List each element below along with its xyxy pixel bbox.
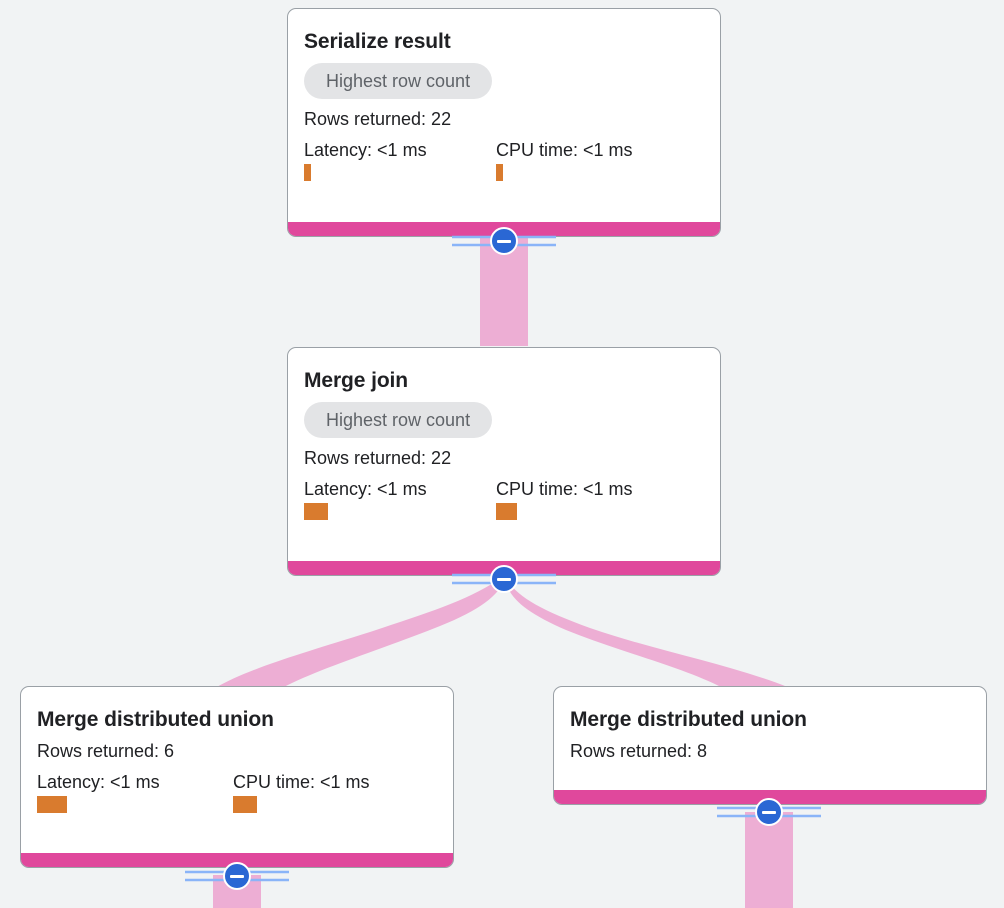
metrics-row: Latency: <1 ms CPU time: <1 ms [304, 139, 704, 181]
metric-cpu-time-bar [233, 796, 257, 813]
minus-glyph [230, 874, 244, 878]
metric-latency-label: Latency: <1 ms [304, 479, 427, 499]
metrics-row: Latency: <1 ms CPU time: <1 ms [304, 478, 704, 520]
node-merge-distributed-union-right[interactable]: Merge distributed union Rows returned: 8 [553, 686, 987, 805]
node-title: Merge join [304, 369, 409, 392]
highest-row-count-chip: Highest row count [304, 402, 493, 438]
rows-returned-label: Rows returned: 6 [37, 741, 175, 761]
metric-latency-bar [37, 796, 67, 813]
metric-cpu-time-bar [496, 164, 503, 181]
minus-circle-icon[interactable] [755, 798, 783, 826]
metric-cpu-time-bar [496, 503, 517, 520]
node-merge-distributed-union-left[interactable]: Merge distributed union Rows returned: 6… [20, 686, 454, 868]
minus-glyph [497, 577, 511, 581]
metric-latency-label: Latency: <1 ms [37, 772, 160, 792]
minus-circle-icon[interactable] [223, 862, 251, 890]
node-body: Merge join Highest row count Rows return… [288, 348, 720, 534]
minus-circle-icon[interactable] [490, 227, 518, 255]
minus-circle-icon[interactable] [490, 565, 518, 593]
node-card: Merge distributed union Rows returned: 6… [20, 686, 454, 868]
metric-cpu-time: CPU time: <1 ms [496, 139, 633, 181]
metric-latency: Latency: <1 ms [304, 139, 496, 181]
node-card: Serialize result Highest row count Rows … [287, 8, 721, 237]
node-accent-bar [554, 790, 986, 804]
metric-latency-bar [304, 164, 311, 181]
node-body: Serialize result Highest row count Rows … [288, 9, 720, 195]
rows-returned-label: Rows returned: 8 [570, 741, 708, 761]
collapse-toggle-merge-distributed-union-left[interactable] [185, 861, 289, 891]
metric-cpu-time-label: CPU time: <1 ms [496, 140, 633, 160]
metric-cpu-time-label: CPU time: <1 ms [496, 479, 633, 499]
node-body: Merge distributed union Rows returned: 8 [554, 687, 986, 785]
node-merge-join[interactable]: Merge join Highest row count Rows return… [287, 347, 721, 576]
metric-latency: Latency: <1 ms [37, 771, 233, 813]
rows-returned-label: Rows returned: 22 [304, 448, 452, 468]
metric-latency: Latency: <1 ms [304, 478, 496, 520]
node-body: Merge distributed union Rows returned: 6… [21, 687, 453, 827]
node-title: Merge distributed union [37, 708, 274, 731]
node-title: Serialize result [304, 30, 451, 53]
collapse-toggle-serialize-result[interactable] [452, 226, 556, 256]
rows-returned-label: Rows returned: 22 [304, 109, 452, 129]
node-title: Merge distributed union [570, 708, 807, 731]
metrics-row: Latency: <1 ms CPU time: <1 ms [37, 771, 437, 813]
minus-glyph [497, 239, 511, 243]
node-card: Merge join Highest row count Rows return… [287, 347, 721, 576]
node-card: Merge distributed union Rows returned: 8 [553, 686, 987, 805]
node-serialize-result[interactable]: Serialize result Highest row count Rows … [287, 8, 721, 237]
metric-cpu-time: CPU time: <1 ms [233, 771, 370, 813]
highest-row-count-chip: Highest row count [304, 63, 493, 99]
collapse-toggle-merge-join[interactable] [452, 564, 556, 594]
metric-cpu-time: CPU time: <1 ms [496, 478, 633, 520]
collapse-toggle-merge-distributed-union-right[interactable] [717, 797, 821, 827]
minus-glyph [762, 810, 776, 814]
metric-latency-label: Latency: <1 ms [304, 140, 427, 160]
node-accent-bar [21, 853, 453, 867]
metric-cpu-time-label: CPU time: <1 ms [233, 772, 370, 792]
metric-latency-bar [304, 503, 328, 520]
